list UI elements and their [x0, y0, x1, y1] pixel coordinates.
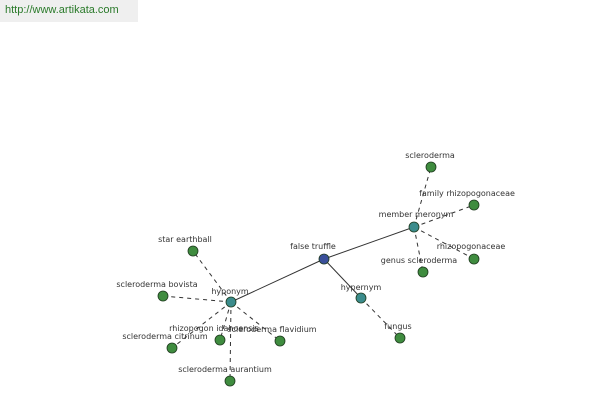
term-scleroderma-bovista-node[interactable] [157, 290, 169, 302]
term-scleroderma-bovista-label[interactable]: scleroderma bovista [116, 280, 197, 289]
edge-hypernym-fungus [360, 297, 401, 339]
graph-nodes [157, 161, 480, 387]
edge-member-meronym-rhizopogonaceae [413, 226, 475, 260]
term-rhizopogon-idahoensis-label[interactable]: rhizopogon idahoensis [169, 324, 259, 333]
relation-hypernym-label[interactable]: hypernym [341, 283, 382, 292]
graph-labels: false truffle hyponym star earthball sclero… [116, 151, 515, 374]
edge-hyponym-rhizopogon-idahoensis [219, 301, 232, 341]
term-genus-scleroderma-node[interactable] [417, 266, 429, 278]
edge-hyponym-scleroderma-bovista [162, 295, 232, 303]
term-scleroderma-aurantium-label[interactable]: scleroderma aurantium [178, 365, 272, 374]
edge-hyponym-scleroderma-flavidium [230, 301, 281, 342]
url-link[interactable]: http://www.artikata.com [5, 4, 119, 16]
term-star-earthball-node[interactable] [187, 245, 199, 257]
term-family-rhizopogonaceae-label[interactable]: family rhizopogonaceae [419, 189, 515, 198]
graph-edges [162, 166, 475, 382]
term-star-earthball-label[interactable]: star earthball [158, 235, 212, 244]
edge-hyponym-star-earthball [192, 250, 232, 303]
edge-hyponym [230, 258, 325, 303]
term-scleroderma-aurantium-node[interactable] [224, 375, 236, 387]
term-rhizopogonaceae-node[interactable] [468, 253, 480, 265]
relation-hypernym-node[interactable] [355, 292, 367, 304]
term-scleroderma-citrinum-label[interactable]: scleroderma citrinum [122, 332, 208, 341]
edge-member-meronym-scleroderma [413, 166, 432, 228]
term-fungus-label[interactable]: fungus [384, 322, 411, 331]
url-banner: http://www.artikata.com [0, 0, 138, 22]
term-rhizopogonaceae-label[interactable]: rhizopogonaceae [437, 242, 506, 251]
edge-hyponym-scleroderma-aurantium [229, 301, 232, 382]
term-scleroderma-label[interactable]: scleroderma [405, 151, 455, 160]
term-family-rhizopogonaceae-node[interactable] [468, 199, 480, 211]
term-scleroderma-citrinum-node[interactable] [166, 342, 178, 354]
center-false-truffle-node[interactable] [318, 253, 330, 265]
relation-hyponym-label[interactable]: hyponym [211, 287, 249, 296]
term-rhizopogon-idahoensis-node[interactable] [214, 334, 226, 346]
term-fungus-node[interactable] [394, 332, 406, 344]
term-scleroderma-node[interactable] [425, 161, 437, 173]
term-scleroderma-flavidium-label[interactable]: scleroderma flavidium [227, 325, 316, 334]
term-scleroderma-flavidium-node[interactable] [274, 335, 286, 347]
relation-member-meronym-label[interactable]: member meronym [379, 210, 454, 219]
center-false-truffle-label[interactable]: false truffle [290, 242, 336, 251]
term-genus-scleroderma-label[interactable]: genus scleroderma [381, 256, 458, 265]
relation-member-meronym-node[interactable] [408, 221, 420, 233]
edge-member-meronym-family-rhizopogonaceae [413, 204, 475, 228]
edge-member-meronym [323, 226, 415, 260]
relation-hyponym-node[interactable] [225, 296, 237, 308]
edge-hypernym [323, 258, 362, 299]
edge-member-meronym-genus-scleroderma [413, 226, 424, 273]
